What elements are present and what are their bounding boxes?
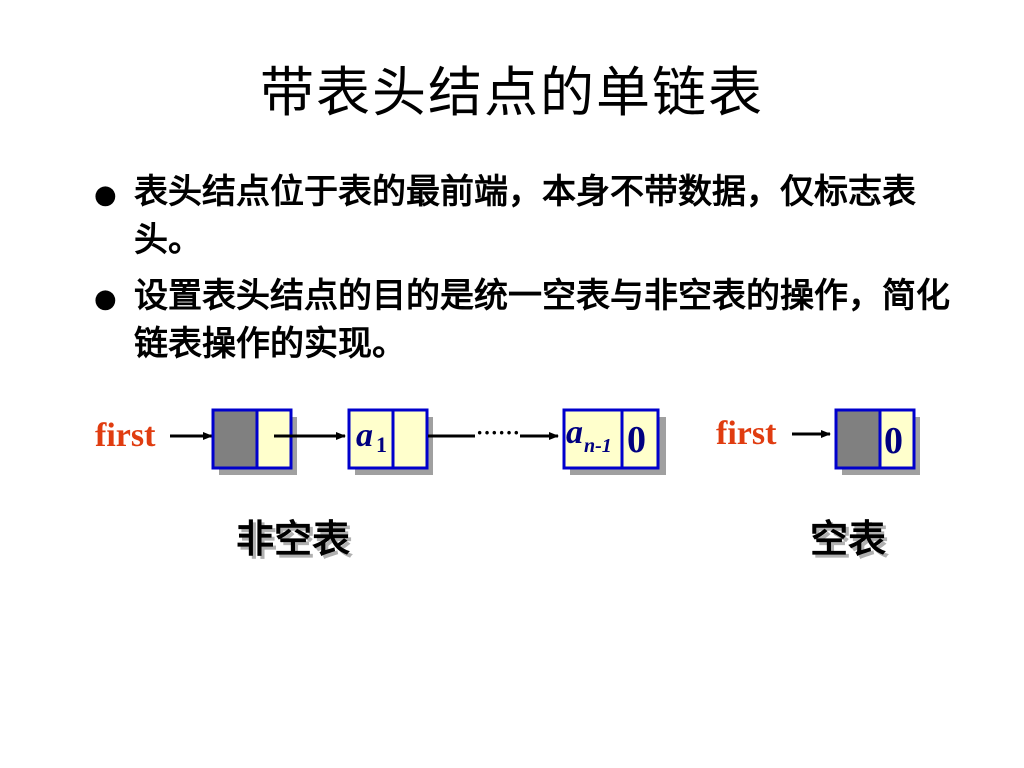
head-node-data-field bbox=[211, 408, 259, 470]
node-a1: a 1 bbox=[347, 408, 433, 475]
empty-head-null-link: 0 bbox=[884, 420, 903, 462]
head-node bbox=[211, 408, 297, 475]
node-a1-subscript: 1 bbox=[376, 432, 387, 457]
first-pointer-label: first bbox=[95, 417, 156, 454]
bullet-item: ● 设置表头结点的目的是统一空表与非空表的操作，简化链表操作的实现。 bbox=[90, 272, 970, 368]
node-an-1-subscript: n-1 bbox=[584, 435, 612, 457]
node-a1-data: a bbox=[356, 417, 373, 454]
empty-head-node: 0 bbox=[834, 408, 920, 475]
bullet-dot-icon: ● bbox=[94, 180, 117, 210]
caption-empty-list: 空表 bbox=[810, 517, 887, 561]
node-an-1: a n-1 0 bbox=[562, 408, 666, 475]
empty-first-pointer-label: first bbox=[716, 415, 777, 452]
node-an-1-null-link: 0 bbox=[627, 419, 646, 461]
page-title: 带表头结点的单链表 bbox=[260, 61, 764, 124]
bullet-item: ● 表头结点位于表的最前端，本身不带数据，仅标志表头。 bbox=[90, 168, 970, 264]
bullet-text: 表头结点位于表的最前端，本身不带数据，仅标志表头。 bbox=[134, 172, 916, 260]
bullet-dot-icon: ● bbox=[94, 284, 117, 314]
node-an-1-data: a bbox=[566, 414, 583, 451]
head-node-link-field bbox=[255, 408, 293, 470]
node-a1-link-field bbox=[391, 408, 429, 470]
node-an-1-link-field bbox=[620, 408, 660, 470]
bullet-text: 设置表头结点的目的是统一空表与非空表的操作，简化链表操作的实现。 bbox=[134, 276, 950, 364]
node-a1-data-field bbox=[347, 408, 395, 470]
empty-head-node-data-field bbox=[834, 408, 882, 470]
bullet-list: ● 表头结点位于表的最前端，本身不带数据，仅标志表头。 ● 设置表头结点的目的是… bbox=[90, 168, 970, 376]
ellipsis-dots: ······ bbox=[476, 420, 520, 445]
empty-head-node-link-field bbox=[878, 408, 916, 470]
caption-nonempty-list: 非空表 bbox=[236, 517, 351, 561]
